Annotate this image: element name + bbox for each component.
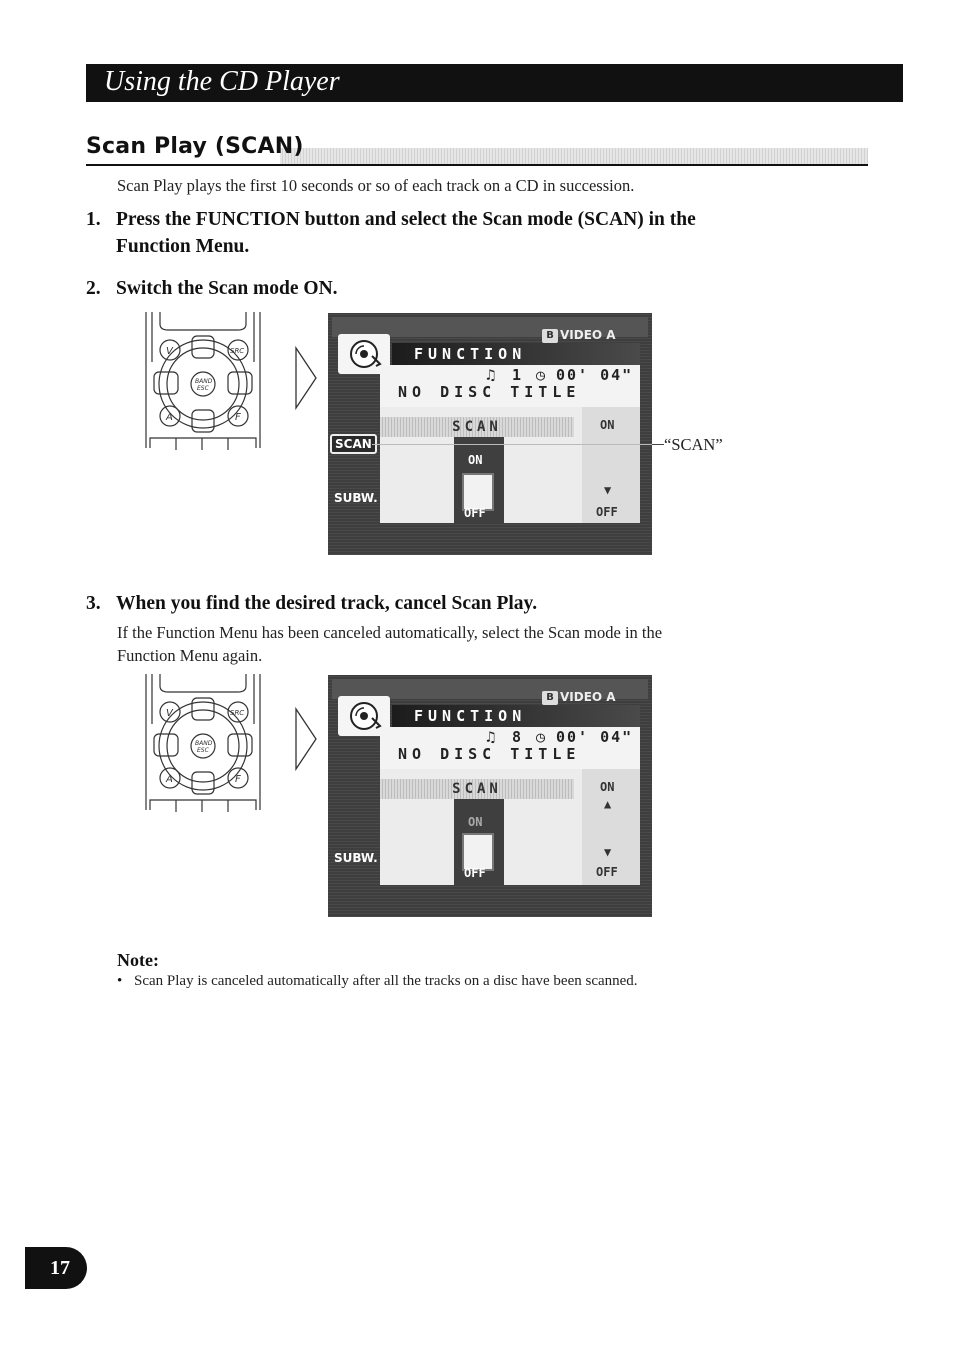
screen-top-bar [332,317,648,337]
remote-band-label: BAND [195,378,213,385]
video-source-label: VIDEO A [560,328,616,342]
page-number-badge [25,1247,87,1289]
step-text: When you find the desired track, cancel … [116,593,538,614]
function-title: FUNCTION [414,707,527,725]
remote-a-label: A [165,412,173,423]
slot-on-label: ON [468,453,483,467]
remote-src-label: SRC [230,709,244,717]
remote-illustration: V SRC A F BAND ESC [140,674,266,814]
on-off-column [582,407,640,523]
scan-menu-item[interactable]: SCAN [380,779,574,799]
step-3-body: If the Function Menu has been canceled a… [117,623,663,642]
down-arrow-icon: ▼ [604,483,612,497]
function-title-bar [392,343,640,365]
step-3-body: Function Menu again. [117,646,263,665]
step-2: 2. Switch the Scan mode ON. [86,275,806,303]
clock-icon: ◷ [536,366,546,384]
track-time: 00' 04" [556,366,634,384]
toggle-knob[interactable] [462,473,494,511]
on-option[interactable]: ON [600,418,615,432]
header-banner [86,64,903,102]
section-rule [86,164,868,166]
note-title: Note: [117,950,159,970]
remote-illustration: V SRC A F BAND ESC [140,312,266,452]
function-menu-screen: B VIDEO A FUNCTION ♫ 8 ◷ 00' 04" NO DISC… [328,675,652,917]
page-number: 17 [50,1257,70,1279]
remote-f-label: F [235,412,241,423]
step-1: 1. Press the FUNCTION button and select … [86,206,806,262]
callout-line-ext [652,444,664,445]
track-info-panel [380,727,640,769]
step-text: Function Menu. [116,236,250,257]
arrow-icon [295,346,317,410]
remote-v-label: V [166,708,174,719]
down-arrow-icon: ▼ [604,845,612,859]
function-menu-screen: B VIDEO A FUNCTION ♫ 1 ◷ 00' 04" NO DISC… [328,313,652,555]
step-number: 2. [86,278,101,299]
music-note-icon: ♫ [486,366,496,384]
scan-callout: “SCAN” [664,435,723,454]
remote-esc-label: ESC [197,385,210,392]
remote-a-label: A [165,774,173,785]
note-bullet: • [117,973,123,989]
section-title: Scan Play (SCAN) [86,134,304,159]
toggle-knob[interactable] [462,833,494,871]
video-badge: B [542,329,558,343]
side-scan-label: SCAN [330,434,377,454]
track-time: 00' 04" [556,728,634,746]
remote-v-label: V [166,346,174,357]
step-number: 1. [86,209,101,230]
on-off-column [582,769,640,885]
up-arrow-icon: ▲ [604,797,612,811]
step-text: Switch the Scan mode ON. [116,278,338,299]
clock-icon: ◷ [536,728,546,746]
note-text: Scan Play is canceled automatically afte… [134,973,638,989]
side-subw-label: SUBW. [334,491,378,505]
arrow-icon [295,707,317,771]
remote-f-label: F [235,774,241,785]
function-title-bar [392,705,640,727]
track-number: 1 [512,366,522,384]
scan-menu-label: SCAN [452,419,502,435]
slot-on-label: ON [468,815,483,829]
scan-menu-item[interactable]: SCAN [380,417,574,437]
intro-text: Scan Play plays the first 10 seconds or … [117,176,635,195]
video-source-label: VIDEO A [560,690,616,704]
section-heading-shade [280,148,868,164]
remote-band-label: BAND [195,740,213,747]
remote-src-label: SRC [230,347,244,355]
music-note-icon: ♫ [486,728,496,746]
step-number: 3. [86,593,101,614]
callout-line [372,444,652,445]
video-badge: B [542,691,558,705]
track-info-panel [380,365,640,407]
on-option[interactable]: ON [600,780,615,794]
slot-off-label: OFF [464,506,486,520]
off-option[interactable]: OFF [596,865,618,879]
page-header-title: Using the CD Player [104,66,340,97]
disc-title: NO DISC TITLE [398,383,581,401]
disc-title: NO DISC TITLE [398,745,581,763]
track-number: 8 [512,728,522,746]
off-option[interactable]: OFF [596,505,618,519]
step-3: 3. When you find the desired track, canc… [86,590,806,618]
side-subw-label: SUBW. [334,851,378,865]
slot-off-label: OFF [464,866,486,880]
function-title: FUNCTION [414,345,527,363]
scan-menu-label: SCAN [452,781,502,797]
screen-top-bar [332,679,648,699]
step-text: Press the FUNCTION button and select the… [116,209,696,230]
remote-esc-label: ESC [197,747,210,754]
